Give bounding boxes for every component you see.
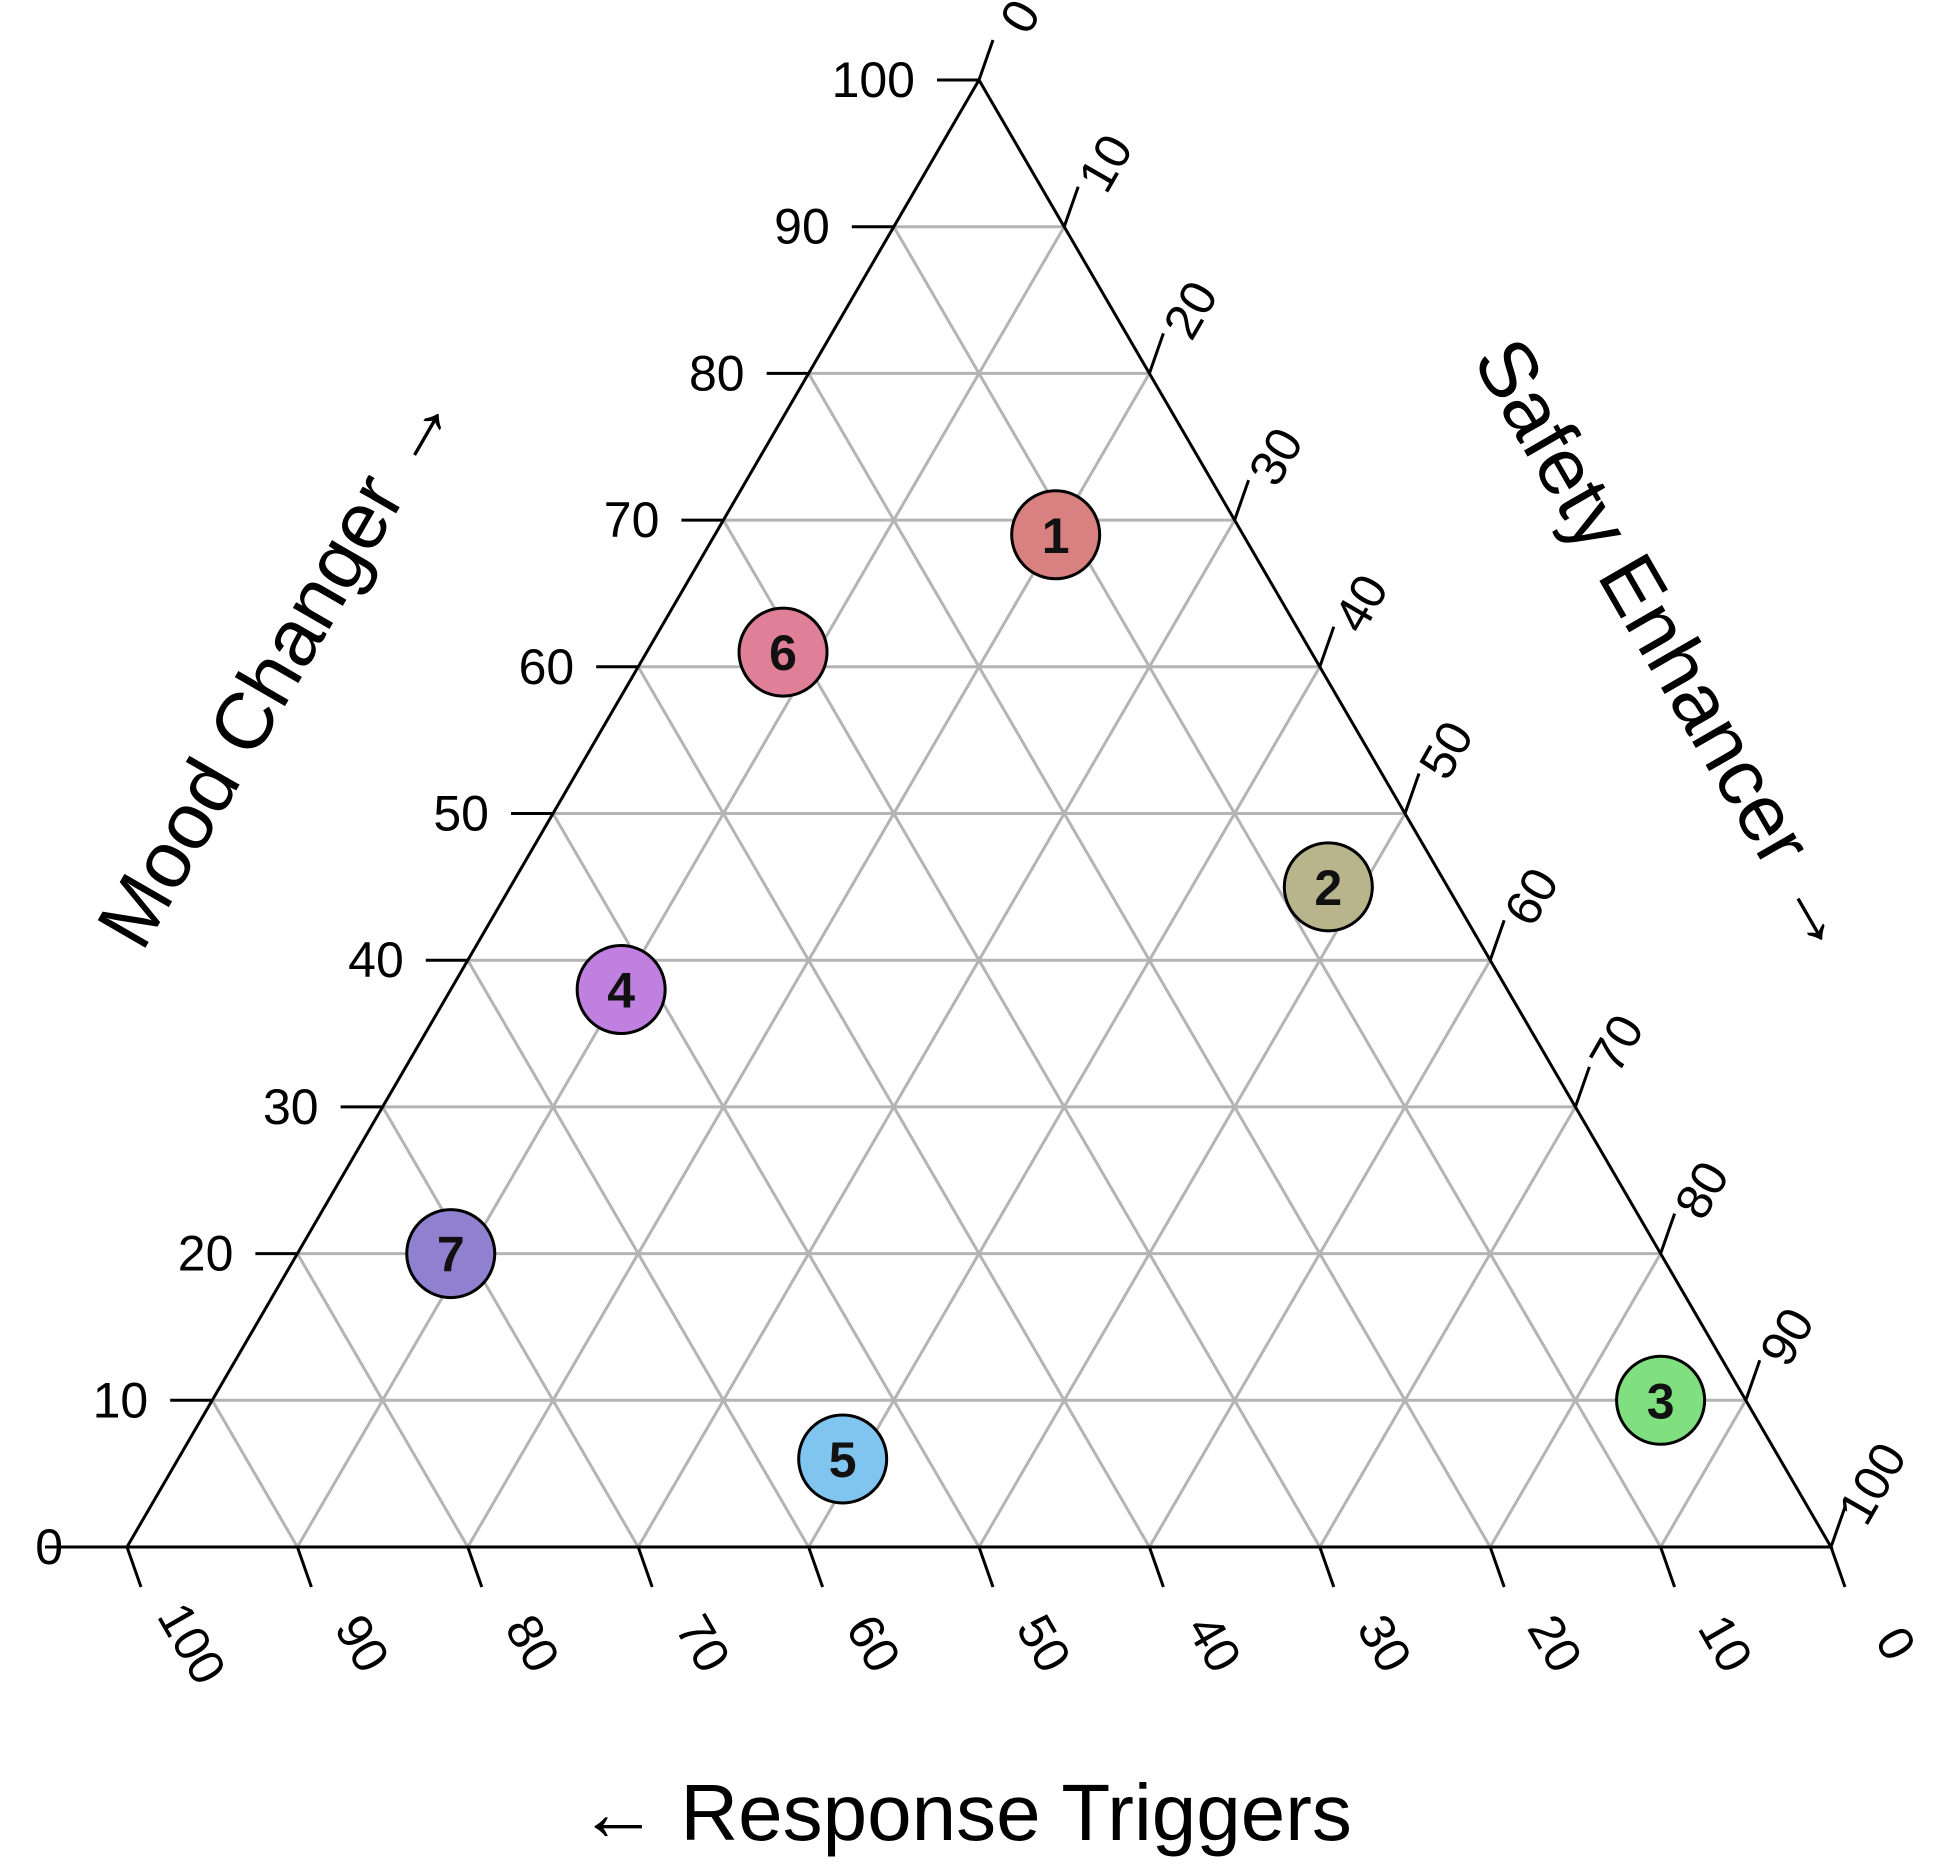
point-marker xyxy=(405,1208,497,1300)
response-tick-label: 90 xyxy=(324,1605,400,1681)
data-point-7: 7 xyxy=(405,1208,497,1300)
grid-line-safety xyxy=(1318,1106,1577,1548)
response-tick-label: 20 xyxy=(1517,1605,1593,1681)
safety-tick-label: 50 xyxy=(1408,712,1484,788)
data-point-2: 2 xyxy=(1282,841,1374,933)
point-marker xyxy=(737,606,829,698)
data-point-1: 1 xyxy=(1010,489,1102,581)
safety-tick xyxy=(1488,919,1506,961)
safety-tick xyxy=(1829,1506,1847,1548)
mood-tick-label: 80 xyxy=(689,345,745,401)
safety-tick xyxy=(1573,1066,1591,1108)
data-points: 1 2 3 4 5 6 7 xyxy=(405,489,1707,1505)
safety-tick xyxy=(1318,626,1336,668)
response-tick xyxy=(295,1546,313,1588)
grid-line-safety xyxy=(636,519,1236,1548)
grid-line-safety xyxy=(1659,1399,1748,1548)
point-marker xyxy=(575,944,667,1036)
data-point-6: 6 xyxy=(737,606,829,698)
response-tick xyxy=(466,1546,484,1588)
safety-tick-label: 90 xyxy=(1749,1299,1825,1375)
response-tick-label: 80 xyxy=(494,1605,570,1681)
safety-tick-label: 10 xyxy=(1067,125,1143,201)
data-point-4: 4 xyxy=(575,944,667,1036)
point-marker xyxy=(1010,489,1102,581)
safety-tick xyxy=(1062,186,1080,228)
grid-line-response xyxy=(892,225,1662,1548)
grid-line-safety xyxy=(1488,1252,1662,1548)
grid-line-response xyxy=(210,1399,299,1548)
grid xyxy=(210,225,1748,1548)
grid-line-response xyxy=(381,1106,640,1548)
response-tick-label: 30 xyxy=(1346,1605,1422,1681)
grid-line-safety xyxy=(977,812,1407,1548)
grid-line-safety xyxy=(1148,959,1492,1548)
safety-tick xyxy=(1233,479,1251,521)
grid-line-safety xyxy=(296,225,1066,1548)
mood-tick-label: 50 xyxy=(433,786,489,842)
data-point-5: 5 xyxy=(797,1413,889,1505)
response-tick xyxy=(977,1546,995,1588)
response-tick xyxy=(125,1546,143,1588)
response-tick xyxy=(1829,1546,1847,1588)
point-label: 5 xyxy=(829,1432,857,1488)
response-tick xyxy=(807,1546,825,1588)
response-tick xyxy=(1488,1546,1506,1588)
mood-tick-label: 90 xyxy=(774,199,830,255)
safety-tick xyxy=(977,39,995,81)
point-label: 7 xyxy=(437,1227,465,1283)
response-tick xyxy=(1147,1546,1165,1588)
mood-tick-label: 60 xyxy=(519,639,575,695)
mood-tick-label: 20 xyxy=(178,1226,234,1282)
safety-tick-label: 80 xyxy=(1664,1152,1740,1228)
safety-tick-label: 60 xyxy=(1493,859,1569,935)
grid-line-response xyxy=(551,812,981,1548)
response-tick xyxy=(1659,1546,1677,1588)
response-tick xyxy=(636,1546,654,1588)
grid-line-response xyxy=(722,519,1322,1548)
mood-tick-label: 0 xyxy=(35,1519,63,1575)
safety-tick xyxy=(1403,773,1421,814)
data-point-3: 3 xyxy=(1615,1354,1707,1446)
grid-line-response xyxy=(466,959,810,1548)
point-label: 4 xyxy=(607,963,635,1019)
response-axis-title: ← Response Triggers xyxy=(578,1768,1352,1857)
point-marker xyxy=(1615,1354,1707,1446)
safety-tick-label: 30 xyxy=(1238,419,1314,495)
point-marker xyxy=(797,1413,889,1505)
safety-tick-label: 0 xyxy=(989,0,1051,43)
point-label: 2 xyxy=(1314,860,1342,916)
safety-tick xyxy=(1744,1359,1762,1401)
point-label: 6 xyxy=(769,625,797,681)
point-marker xyxy=(1282,841,1374,933)
mood-tick-label: 30 xyxy=(263,1079,319,1135)
safety-tick-label: 40 xyxy=(1323,565,1399,641)
mood-tick-label: 10 xyxy=(93,1372,149,1428)
point-label: 3 xyxy=(1647,1373,1675,1429)
mood-axis-title: Mood Changer → xyxy=(80,371,473,962)
mood-tick-label: 100 xyxy=(832,52,915,108)
mood-tick-label: 70 xyxy=(604,492,660,548)
safety-tick xyxy=(1659,1213,1677,1255)
point-label: 1 xyxy=(1042,508,1070,564)
mood-tick-label: 40 xyxy=(348,932,404,988)
grid-line-response xyxy=(296,1252,470,1548)
response-tick-label: 40 xyxy=(1176,1605,1252,1681)
response-tick-label: 50 xyxy=(1006,1605,1082,1681)
response-tick-label: 60 xyxy=(835,1605,911,1681)
safety-tick-label: 20 xyxy=(1153,272,1229,348)
response-tick xyxy=(1318,1546,1336,1588)
response-tick-label: 0 xyxy=(1865,1617,1927,1669)
response-tick-label: 70 xyxy=(665,1605,741,1681)
safety-tick xyxy=(1147,332,1165,374)
safety-tick-label: 70 xyxy=(1579,1005,1655,1081)
response-tick-label: 100 xyxy=(147,1593,237,1693)
response-tick-label: 10 xyxy=(1687,1605,1763,1681)
